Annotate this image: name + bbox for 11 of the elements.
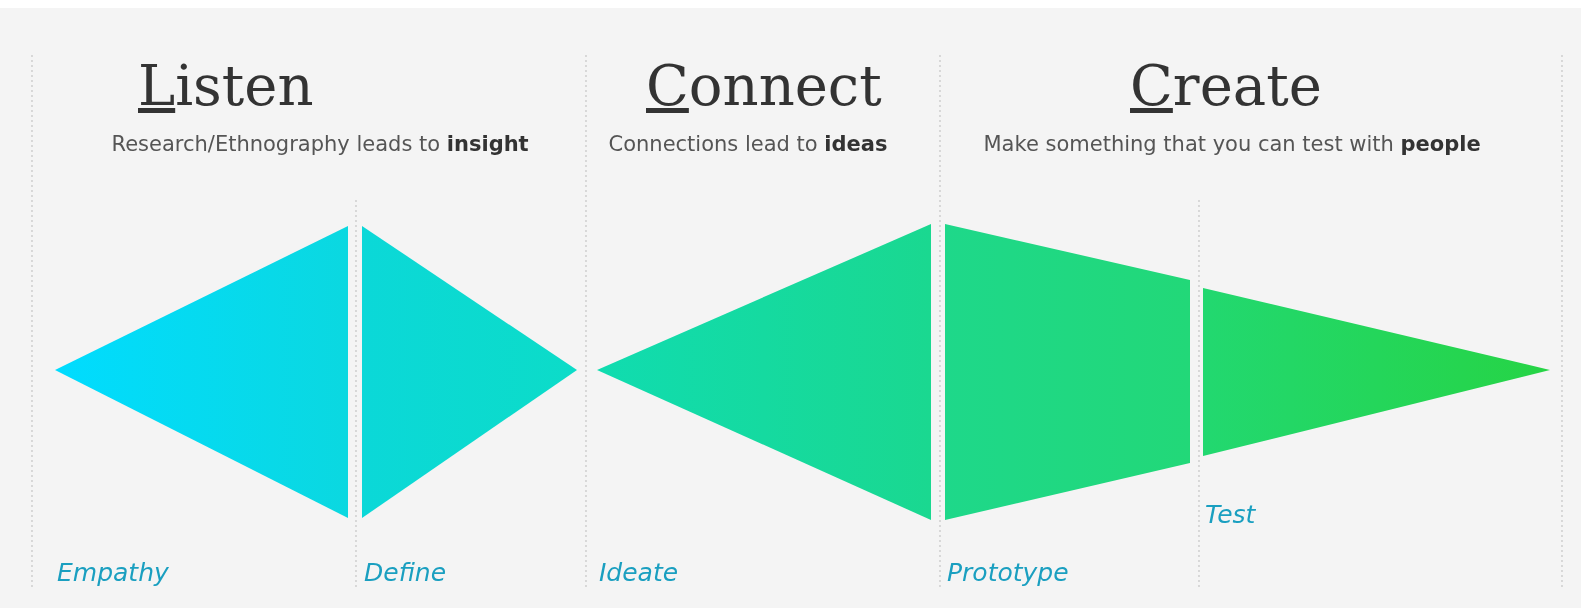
section-subtitle: Research/Ethnography leads to insight — [111, 132, 529, 158]
section-heading: Listen — [138, 58, 314, 114]
phase-label: Empathy — [57, 558, 169, 588]
section-heading: Connect — [646, 58, 882, 114]
phase-label: Ideate — [599, 558, 679, 588]
phase-label: Test — [1205, 500, 1256, 530]
section-subtitle: Make something that you can test with people — [983, 132, 1481, 158]
phase-label: Prototype — [947, 558, 1069, 588]
section-subtitle: Connections lead to ideas — [608, 132, 888, 158]
section-heading: Create — [1130, 58, 1322, 114]
phase-label: Define — [364, 558, 446, 588]
